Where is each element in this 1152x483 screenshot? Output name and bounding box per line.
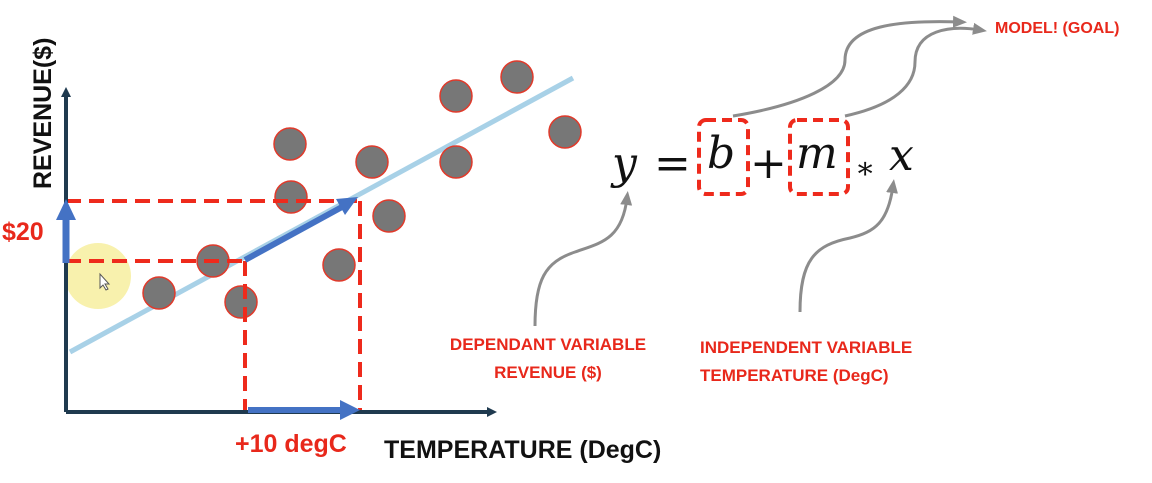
model-goal-label: MODEL! (GOAL): [995, 20, 1119, 37]
mouse-cursor-icon: [99, 272, 111, 291]
data-point: [273, 127, 307, 161]
intercept-highlight-box: [697, 118, 750, 196]
equation-plus: +: [750, 138, 787, 189]
data-points: [142, 60, 582, 319]
data-point: [224, 285, 258, 319]
equation-x: x: [889, 130, 914, 181]
independent-variable-line1: INDEPENDENT VARIABLE: [700, 338, 912, 357]
rise-label: $20: [2, 218, 44, 246]
y-axis-title: REVENUE($): [29, 38, 57, 189]
equation-times: ∗: [855, 151, 875, 186]
data-point: [548, 115, 582, 149]
data-point: [142, 276, 176, 310]
data-point: [355, 145, 389, 179]
equation-equals: =: [654, 138, 691, 189]
data-point: [439, 79, 473, 113]
data-point: [322, 248, 356, 282]
independent-variable-line2: TEMPERATURE (DegC): [700, 366, 889, 385]
run-label: +10 degC: [235, 430, 347, 458]
data-point: [439, 145, 473, 179]
dependent-variable-line1: DEPENDANT VARIABLE: [450, 335, 646, 354]
cursor-highlight: [65, 243, 131, 309]
equation-y: y: [610, 138, 638, 189]
data-point: [372, 199, 406, 233]
dependent-variable-label: DEPENDANT VARIABLE REVENUE ($): [450, 335, 646, 382]
pointer-arrows: [533, 15, 987, 327]
slope-highlight-box: [788, 118, 850, 196]
equation-b: b: [707, 128, 735, 179]
x-axis-title: TEMPERATURE (DegC): [384, 436, 661, 464]
independent-variable-label: INDEPENDENT VARIABLE TEMPERATURE (DegC): [700, 338, 912, 385]
dependent-variable-line2: REVENUE ($): [494, 363, 602, 382]
data-point: [274, 180, 308, 214]
linear-equation: y = b + m ∗ x: [610, 128, 914, 189]
equation-m: m: [796, 128, 838, 179]
slope-arrows: [56, 197, 360, 420]
dashed-guides: [66, 199, 362, 412]
data-point: [500, 60, 534, 94]
